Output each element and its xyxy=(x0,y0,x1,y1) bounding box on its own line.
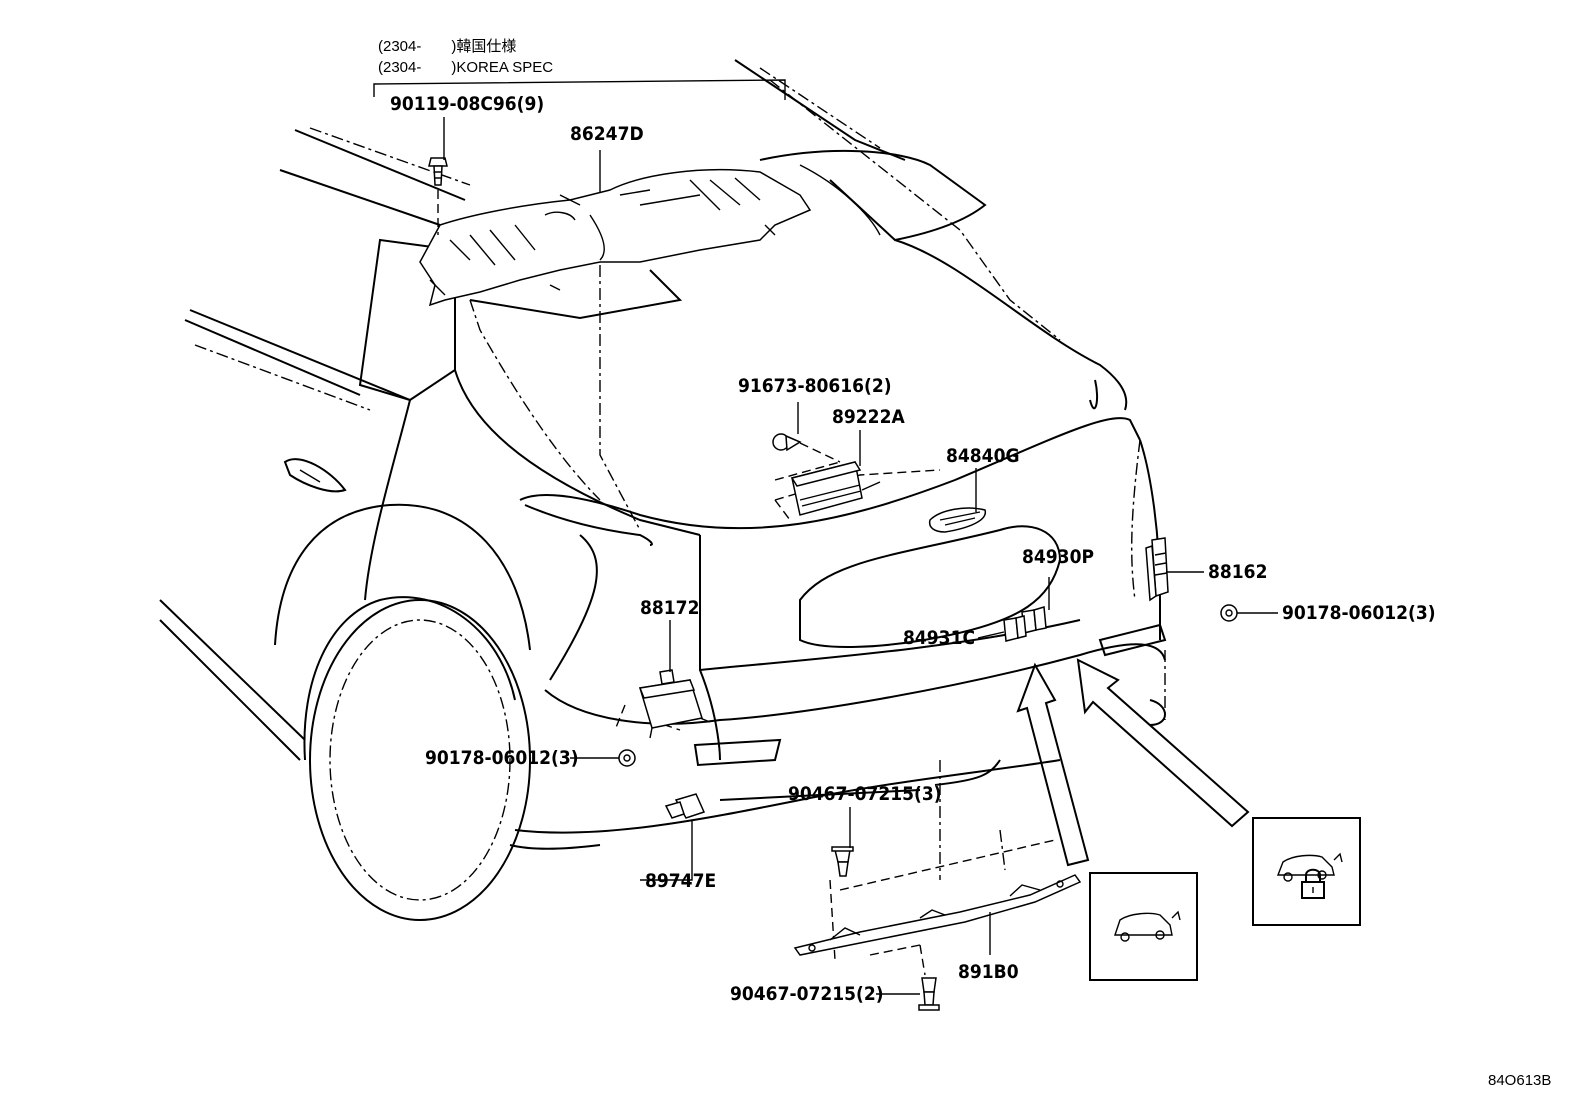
vehicle-lock-icon xyxy=(1252,817,1361,926)
part-891B0-bracket xyxy=(793,874,1082,956)
part-84840G-switch xyxy=(928,507,986,533)
part-88172-sensor xyxy=(638,669,711,739)
view-arrows xyxy=(1016,658,1250,867)
label-89747E[interactable]: 89747E xyxy=(645,870,716,892)
label-88172[interactable]: 88172 xyxy=(640,597,699,619)
label-891B0[interactable]: 891B0 xyxy=(958,961,1019,983)
label-89222A[interactable]: 89222A xyxy=(832,406,905,428)
label-90178-right[interactable]: 90178-06012(3) xyxy=(1282,602,1436,624)
vehicle-body xyxy=(159,59,1167,921)
vehicle-rear-icon xyxy=(1089,872,1198,981)
part-91673-bolt xyxy=(772,433,841,463)
label-90467-3[interactable]: 90467-07215(3) xyxy=(788,783,942,805)
part-86247D-shape xyxy=(419,168,812,307)
part-89222A-module xyxy=(790,461,881,516)
label-84931C[interactable]: 84931C xyxy=(903,627,975,649)
label-91673[interactable]: 91673-80616(2) xyxy=(738,375,892,397)
part-88162-sensor xyxy=(1145,537,1169,602)
assembly-lines xyxy=(469,79,1166,976)
part-90178-left-nut xyxy=(618,749,636,767)
label-86247D[interactable]: 86247D xyxy=(570,123,644,145)
label-84840G[interactable]: 84840G xyxy=(946,445,1020,467)
part-90178-right-nut xyxy=(1220,604,1238,622)
label-84930P[interactable]: 84930P xyxy=(1022,546,1094,568)
part-84930P-84931C xyxy=(1003,606,1047,642)
label-90119[interactable]: 90119-08C96(9) xyxy=(390,93,544,115)
spec-note-line1: (2304- )韓国仕様 xyxy=(378,38,516,55)
part-90467-clip-upper xyxy=(831,846,854,877)
diagram-code: 84O613B xyxy=(1488,1072,1551,1089)
leader-lines xyxy=(373,79,1278,995)
part-90119-bolt xyxy=(428,157,448,235)
part-89747E-sensor xyxy=(664,793,706,819)
label-90178-left[interactable]: 90178-06012(3) xyxy=(425,747,579,769)
label-88162[interactable]: 88162 xyxy=(1208,561,1267,583)
spec-note-line2: (2304- )KOREA SPEC xyxy=(378,59,553,76)
label-90467-2[interactable]: 90467-07215(2) xyxy=(730,983,884,1005)
part-90467-clip-lower xyxy=(918,977,940,1011)
